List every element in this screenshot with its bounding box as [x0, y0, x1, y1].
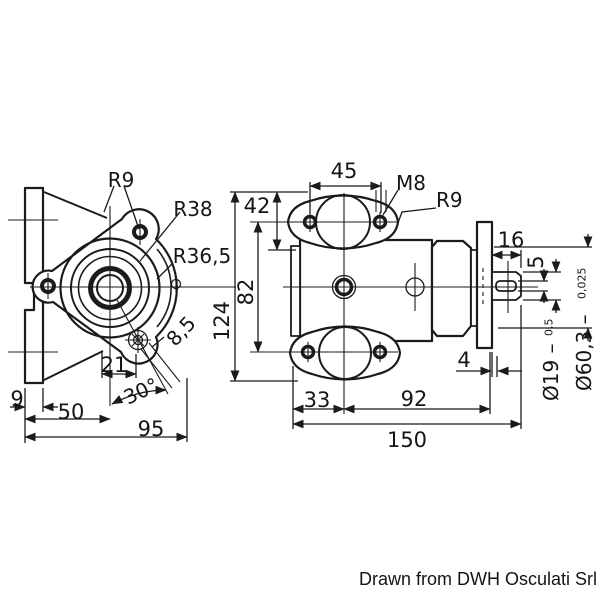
front-dimensions	[10, 185, 188, 443]
dim-label-150: 150	[387, 428, 427, 452]
dim-label-m8: M8	[396, 171, 426, 195]
dim-label-92: 92	[401, 387, 428, 411]
dim-label-50: 50	[58, 400, 85, 424]
mounting-disc	[475, 220, 494, 350]
dim-label-r9-side: R9	[436, 188, 463, 212]
dim-label-d60-3-tolerance: 0,025	[576, 268, 589, 300]
front-cover-edge	[290, 245, 301, 337]
shaft-key	[495, 280, 517, 292]
dim-label-d19-tolerance: 0,5	[543, 319, 556, 337]
dim-label-r36-5: R36,5	[173, 244, 231, 268]
dim-label-9: 9	[10, 387, 23, 411]
dim-label-r38: R38	[173, 197, 212, 221]
dim-label-33: 33	[304, 388, 331, 412]
dim-label-42: 42	[244, 194, 271, 218]
front-view: R9 R38 R36,5 8,5 30° 21 9 50 95	[8, 168, 236, 443]
dim-label-21: 21	[101, 353, 128, 377]
dim-label-5: 5	[524, 255, 548, 268]
side-view: 45 M8 R9 42 82 124 16 5 4 33 92 150 Ø19 …	[210, 159, 596, 452]
pump-body	[298, 238, 434, 343]
rear-housing	[430, 239, 473, 338]
dim-label-d60-3: Ø60,3 –	[572, 314, 596, 391]
dim-label-95: 95	[138, 417, 165, 441]
dim-label-124: 124	[210, 301, 234, 341]
drawing-credit-caption: Drawn from DWH Osculati Srl	[359, 569, 597, 589]
dim-label-82: 82	[234, 279, 258, 306]
dim-label-30deg: 30°	[120, 373, 162, 410]
dim-label-r9-front: R9	[108, 168, 135, 192]
dim-label-45: 45	[331, 159, 358, 183]
dim-label-16: 16	[498, 228, 525, 252]
dim-label-4: 4	[457, 348, 470, 372]
side-dimensions	[230, 181, 593, 429]
bottom-port-flange	[288, 325, 402, 381]
dim-label-d19: Ø19 –	[539, 343, 563, 401]
